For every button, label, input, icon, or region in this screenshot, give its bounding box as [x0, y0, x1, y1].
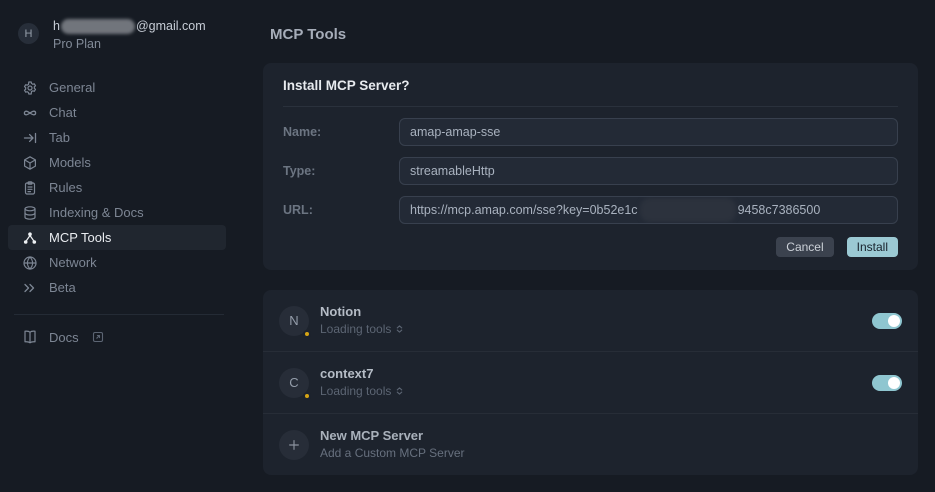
new-mcp-server-row[interactable]: New MCP Server Add a Custom MCP Server — [263, 413, 918, 475]
sidebar-item-label: Indexing & Docs — [49, 205, 144, 220]
mcp-servers-card: N Notion Loading tools — [263, 290, 918, 475]
external-link-icon — [92, 331, 104, 343]
dialog-buttons: Cancel Install — [283, 237, 898, 270]
server-status: Loading tools — [320, 321, 404, 337]
sidebar-item-label: General — [49, 80, 96, 95]
server-enabled-toggle[interactable] — [872, 374, 902, 391]
sidebar-item-label: Models — [49, 155, 91, 170]
server-row-context7[interactable]: C context7 Loading tools — [263, 351, 918, 413]
server-avatar-letter: N — [289, 313, 299, 328]
unfold-chevrons-icon — [395, 386, 404, 396]
server-row-notion[interactable]: N Notion Loading tools — [263, 290, 918, 351]
arrow-to-bar-icon — [22, 130, 38, 146]
chevrons-right-icon — [22, 280, 38, 296]
sidebar-item-label: Rules — [49, 180, 83, 195]
plus-icon — [279, 429, 309, 460]
plan-badge: Pro Plan — [53, 37, 101, 51]
sidebar-item-label: Chat — [49, 105, 77, 120]
new-server-subtitle: Add a Custom MCP Server — [320, 446, 465, 460]
type-label: Type: — [283, 164, 316, 178]
cancel-button[interactable]: Cancel — [776, 237, 834, 257]
url-value-end: 9458c7386500 — [737, 203, 821, 217]
page-title: MCP Tools — [270, 26, 347, 43]
infinity-icon — [22, 105, 38, 121]
sidebar-item-general[interactable]: General — [8, 75, 226, 100]
url-field-row: URL: https://mcp.amap.com/sse?key=0b52e1… — [283, 196, 898, 224]
server-avatar-letter: C — [289, 375, 299, 390]
url-input[interactable]: https://mcp.amap.com/sse?key=0b52e1c 945… — [399, 196, 898, 224]
server-enabled-toggle[interactable] — [872, 312, 902, 329]
sidebar-item-label: Beta — [49, 280, 76, 295]
sidebar-divider — [14, 314, 224, 315]
url-value-start: https://mcp.amap.com/sse?key=0b52e1c — [410, 203, 638, 217]
sidebar-item-indexing-docs[interactable]: Indexing & Docs — [8, 200, 226, 225]
globe-icon — [22, 255, 38, 271]
book-icon — [22, 329, 38, 345]
status-dot-loading — [303, 329, 311, 338]
redacted-email-blur — [60, 19, 135, 34]
install-button[interactable]: Install — [846, 237, 898, 257]
gear-icon — [22, 80, 38, 96]
name-label: Name: — [283, 125, 322, 139]
cube-icon — [22, 155, 38, 171]
sidebar-item-label: MCP Tools — [49, 230, 112, 245]
sidebar-item-rules[interactable]: Rules — [8, 175, 226, 200]
status-dot-loading — [303, 391, 311, 400]
account-summary: H h @gmail.com Pro Plan — [16, 18, 228, 53]
name-field-row: Name: — [283, 118, 898, 146]
sidebar-item-docs[interactable]: Docs — [16, 329, 228, 345]
sidebar-nav: General Chat Tab — [8, 75, 228, 345]
server-status: Loading tools — [320, 383, 404, 399]
server-avatar: C — [279, 367, 311, 400]
name-input[interactable] — [399, 118, 898, 146]
server-name: Notion — [320, 304, 362, 319]
sidebar-item-label: Tab — [49, 130, 70, 145]
sidebar-item-chat[interactable]: Chat — [8, 100, 226, 125]
clipboard-icon — [22, 180, 38, 196]
user-avatar: H — [18, 23, 39, 44]
toggle-knob — [888, 314, 900, 327]
main-content: MCP Tools Install MCP Server? Name: Type… — [240, 0, 935, 492]
type-field-row: Type: — [283, 157, 898, 185]
new-server-title: New MCP Server — [320, 428, 424, 443]
settings-sidebar: H h @gmail.com Pro Plan General — [0, 0, 240, 492]
url-label: URL: — [283, 203, 313, 217]
install-dialog-title: Install MCP Server? — [283, 63, 898, 107]
sidebar-item-label: Network — [49, 255, 97, 270]
server-avatar: N — [279, 305, 311, 338]
docs-label: Docs — [49, 329, 79, 345]
type-input[interactable] — [399, 157, 898, 185]
install-mcp-server-card: Install MCP Server? Name: Type: URL: htt… — [263, 63, 918, 270]
server-name: context7 — [320, 366, 374, 381]
sidebar-item-network[interactable]: Network — [8, 250, 226, 275]
toggle-knob — [888, 376, 900, 389]
redacted-url-key-blur — [639, 198, 736, 222]
node-graph-icon — [22, 230, 38, 246]
sidebar-item-tab[interactable]: Tab — [8, 125, 226, 150]
sidebar-item-beta[interactable]: Beta — [8, 275, 226, 300]
sidebar-item-mcp-tools[interactable]: MCP Tools — [8, 225, 226, 250]
sidebar-item-models[interactable]: Models — [8, 150, 226, 175]
user-email: h @gmail.com — [53, 19, 206, 34]
unfold-chevrons-icon — [395, 324, 404, 334]
database-icon — [22, 205, 38, 221]
